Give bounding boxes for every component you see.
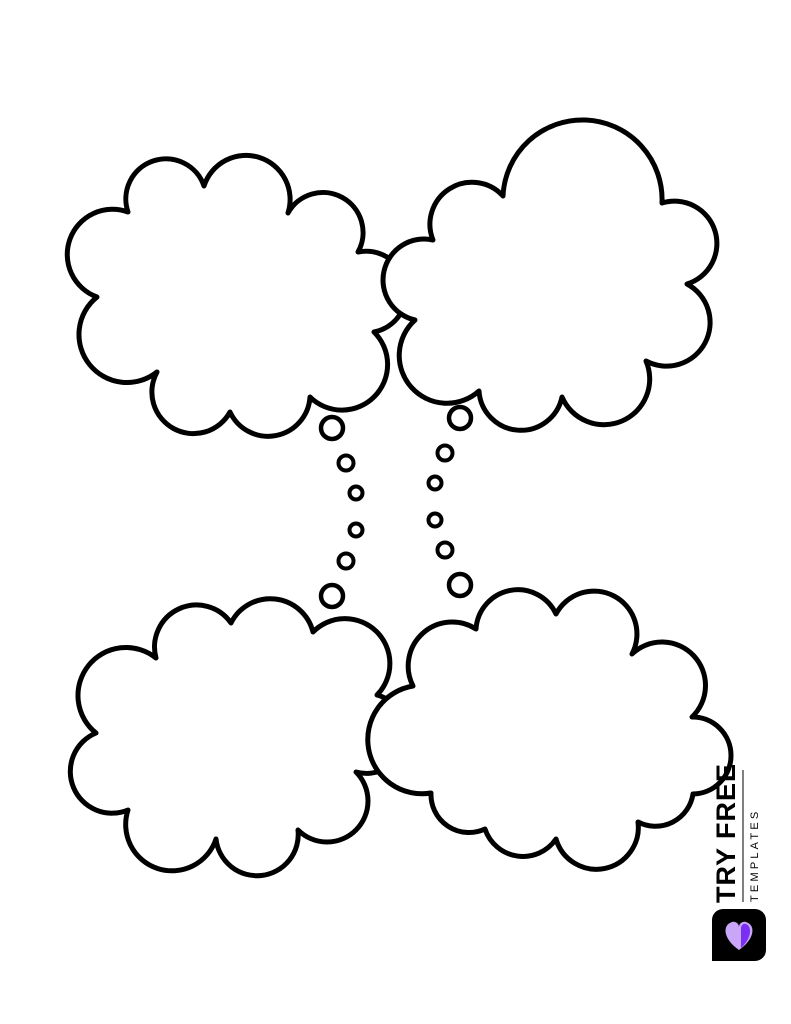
heart-icon [725,921,753,950]
thought-bubble [435,540,455,560]
brand-name: TRY FREE [711,763,741,903]
thought-bubble [336,453,356,473]
thought-bubble [318,582,346,610]
thought-bubble [347,521,365,539]
connector-right-bubbles [426,404,474,599]
thought-bubble [347,484,365,502]
thought-bubble [426,474,444,492]
thought-bubble [435,443,455,463]
cloud-top-left [64,152,410,439]
thought-bubble [446,571,474,599]
cloud-top-right [380,117,720,433]
connector-left-bubbles [318,414,365,610]
thought-bubble [426,511,444,529]
thought-bubble [318,414,346,442]
thought-bubble [446,404,474,432]
cloud-bottom-left [67,596,409,879]
brand-subtitle: TEMPLATES [749,809,761,902]
brand-logo: TRY FREE TEMPLATES [711,763,766,961]
cloud-bottom-right [365,587,734,872]
thought-bubble [336,551,356,571]
